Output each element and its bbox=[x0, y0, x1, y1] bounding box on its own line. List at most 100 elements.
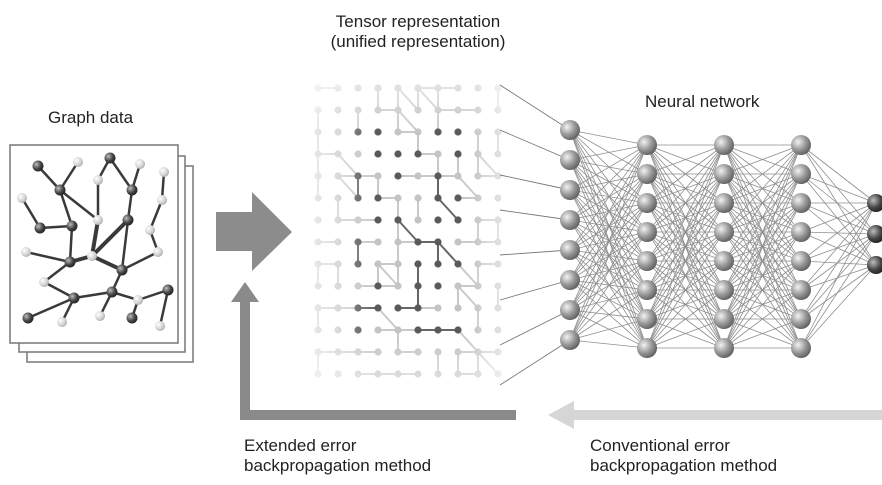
graph-node bbox=[32, 160, 44, 172]
graph-node bbox=[159, 167, 169, 177]
neural-network-title: Neural network bbox=[645, 92, 760, 111]
nn-edge bbox=[723, 318, 802, 349]
tensor-representation-title: Tensor representation (unified represent… bbox=[298, 12, 538, 52]
nn-edge bbox=[800, 144, 877, 235]
nn-edge bbox=[646, 173, 725, 349]
nn-edge bbox=[569, 289, 648, 341]
extended-label-line2: backpropagation method bbox=[244, 456, 432, 475]
graph-data-title: Graph data bbox=[48, 108, 134, 127]
nn-edge bbox=[723, 144, 802, 320]
nn-edge bbox=[723, 173, 802, 349]
nn-node bbox=[714, 251, 734, 271]
extended-backprop-label: Extended error backpropagation method bbox=[244, 436, 431, 476]
nn-node bbox=[560, 300, 580, 320]
graph-node bbox=[126, 184, 138, 196]
nn-node bbox=[560, 240, 580, 260]
graph-node bbox=[17, 193, 27, 203]
nn-edge bbox=[569, 318, 648, 341]
nn-node bbox=[714, 164, 734, 184]
graph-edge bbox=[158, 289, 170, 327]
extended-label-line1: Extended error bbox=[244, 436, 357, 455]
tensor-link bbox=[499, 174, 571, 191]
nn-edge bbox=[569, 219, 648, 262]
nn-edge bbox=[723, 144, 802, 204]
nn-edge bbox=[569, 189, 648, 291]
nn-edge bbox=[800, 202, 877, 262]
graph-edge bbox=[58, 189, 74, 227]
graph-node bbox=[162, 284, 174, 296]
nn-edge bbox=[723, 260, 802, 349]
graph-edge bbox=[73, 290, 113, 300]
nn-node bbox=[637, 309, 657, 329]
tensor-title-line1: Tensor representation bbox=[335, 12, 501, 31]
nn-edge bbox=[569, 129, 648, 233]
nn-node bbox=[791, 338, 811, 358]
graph-edge bbox=[27, 296, 75, 320]
nn-edge bbox=[800, 231, 877, 235]
graph-node bbox=[155, 321, 165, 331]
nn-edge bbox=[569, 249, 648, 349]
tensor-link bbox=[499, 129, 571, 161]
nn-node bbox=[560, 120, 580, 140]
nn-edge bbox=[800, 144, 877, 204]
graph-node bbox=[57, 317, 67, 327]
nn-node bbox=[867, 256, 882, 274]
graph-node bbox=[116, 264, 128, 276]
nn-edge bbox=[723, 202, 802, 349]
nn-edge bbox=[569, 202, 648, 341]
tensor-representation bbox=[300, 75, 512, 395]
graph-node bbox=[64, 256, 76, 268]
tensor-link bbox=[499, 309, 571, 346]
nn-edge bbox=[646, 144, 725, 262]
nn-edge bbox=[646, 144, 725, 349]
nn-node bbox=[637, 164, 657, 184]
nn-edge bbox=[646, 202, 725, 349]
graph-node bbox=[34, 222, 46, 234]
nn-node bbox=[714, 222, 734, 242]
nn-edge bbox=[569, 279, 648, 349]
nn-node bbox=[714, 280, 734, 300]
nn-edge bbox=[569, 144, 648, 281]
nn-node bbox=[637, 135, 657, 155]
nn-edge bbox=[646, 144, 725, 291]
nn-edge bbox=[800, 202, 877, 349]
graph-node bbox=[133, 295, 143, 305]
nn-edges bbox=[569, 129, 877, 349]
nn-node bbox=[714, 193, 734, 213]
graph-edge bbox=[108, 157, 134, 191]
nn-edge bbox=[723, 144, 802, 233]
nn-node bbox=[714, 338, 734, 358]
nn-node bbox=[791, 280, 811, 300]
nn-edge bbox=[569, 249, 648, 262]
nn-edge bbox=[723, 289, 802, 349]
graph-node bbox=[87, 251, 97, 261]
nn-edge bbox=[800, 144, 877, 266]
nn-edge bbox=[800, 260, 877, 266]
nn-edge bbox=[569, 189, 648, 233]
nn-edge bbox=[646, 144, 725, 175]
graph-edge bbox=[90, 218, 130, 258]
nn-edge bbox=[569, 144, 648, 251]
nn-edge bbox=[569, 339, 648, 349]
graph-node bbox=[66, 220, 78, 232]
nn-edge bbox=[569, 129, 648, 204]
nn-node bbox=[637, 193, 657, 213]
nn-node bbox=[637, 222, 657, 242]
graph-edge bbox=[91, 254, 123, 272]
nn-edge bbox=[646, 144, 725, 233]
graph-node bbox=[95, 311, 105, 321]
nn-edge bbox=[569, 144, 648, 161]
nn-edge bbox=[569, 144, 648, 341]
graph-node bbox=[135, 159, 145, 169]
tensor-link bbox=[499, 279, 571, 301]
graph-node bbox=[157, 195, 167, 205]
graph-node bbox=[106, 286, 118, 298]
nn-node bbox=[560, 270, 580, 290]
nn-edge bbox=[723, 231, 802, 349]
graph-node bbox=[68, 292, 80, 304]
nn-node bbox=[791, 309, 811, 329]
neural-network bbox=[560, 120, 882, 358]
nn-node bbox=[714, 309, 734, 329]
nn-edge bbox=[800, 231, 877, 266]
